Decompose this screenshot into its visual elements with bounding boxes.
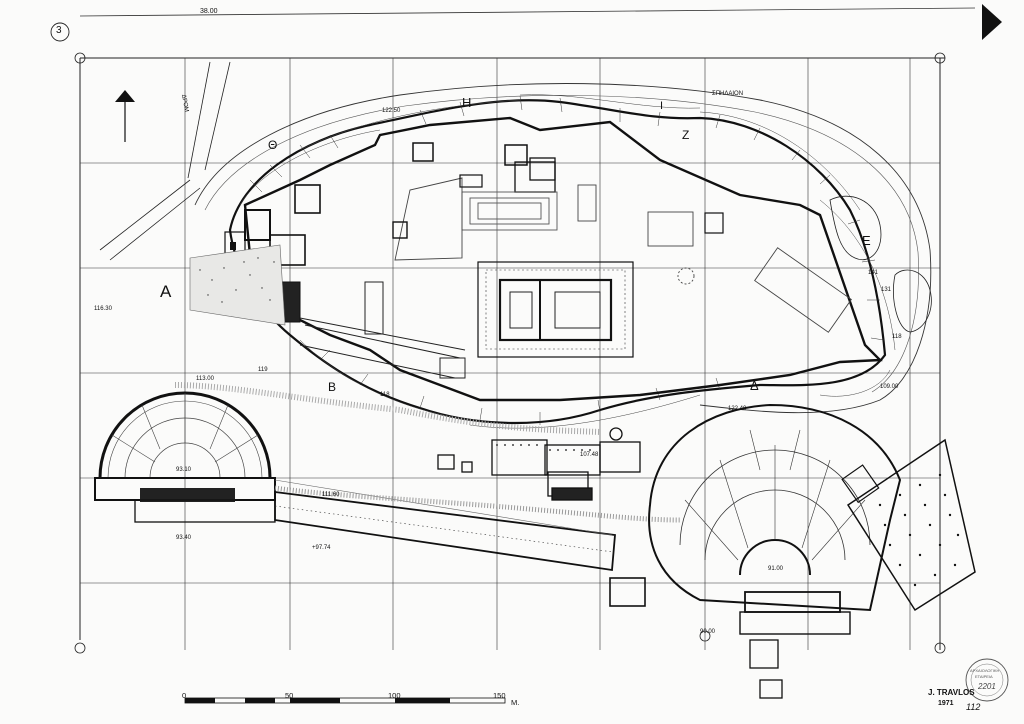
asklepieion-complex	[437, 427, 646, 607]
south-path	[174, 382, 601, 435]
summit-structures	[392, 142, 852, 333]
spot-height-south-c: 113.00	[196, 376, 214, 382]
peripatos-inner-line	[204, 95, 919, 393]
asklepieion-colonnade-dots	[496, 444, 591, 451]
rock-contours	[239, 94, 896, 429]
spot-height-stoa-top: 111.60	[322, 492, 340, 498]
spot-height-south-b: 119	[258, 367, 268, 373]
sanctuary-of-dionysos-enclosure	[846, 438, 976, 612]
erechtheion	[504, 144, 556, 193]
north-arrow-icon	[115, 90, 135, 142]
grid-markers	[74, 52, 946, 654]
west-road	[99, 61, 231, 261]
region-label-e: E	[862, 233, 871, 248]
peripatos-path	[194, 83, 932, 414]
region-label-theta: Θ	[268, 138, 278, 152]
corner-note: 112	[966, 702, 981, 712]
spot-height-east-b: 131	[881, 287, 892, 293]
scale-tick-50: 50	[285, 691, 294, 700]
north-cave-label: ΣΠΗΛΑΙΟΝ	[712, 91, 744, 97]
propylaia	[224, 184, 321, 323]
stamp-line-2: ΕΤΑΙΡΕΙΑ	[975, 674, 993, 679]
spot-height-north-b: 141	[868, 270, 879, 276]
spot-height-south-a: 118	[380, 392, 390, 398]
scale-tick-100: 100	[388, 691, 401, 700]
scale-tick-0: 0	[182, 691, 187, 700]
credit-year: 1971	[938, 700, 954, 707]
spot-height-west: 116.30	[94, 306, 112, 312]
sheet-number: 3	[56, 25, 62, 36]
sheet-number-circle	[50, 22, 70, 42]
cliff-hatching	[249, 95, 885, 425]
old-temple-foundation	[461, 191, 558, 231]
enclosure-dots	[878, 473, 960, 587]
region-label-h: H	[462, 95, 472, 110]
acropolis-wall	[243, 116, 883, 402]
coordinate-grid	[80, 58, 940, 650]
spot-height-odeion: 93.10	[176, 467, 192, 473]
region-label-z: Z	[682, 128, 690, 142]
approach-ramp	[189, 244, 286, 326]
region-label-a: A	[160, 282, 172, 301]
archive-stamp	[965, 658, 1009, 702]
spot-height-theatre-bottom: 90.00	[700, 629, 716, 635]
sheet-top-edge	[79, 7, 976, 17]
acropolis-cliff-edge	[228, 99, 887, 425]
east-rock-outcrops	[829, 195, 932, 333]
region-label-b: B	[328, 380, 337, 394]
parthenon	[477, 261, 634, 358]
stoa-of-eumenes	[274, 479, 616, 572]
sheet-corner-marker-icon	[982, 4, 1002, 40]
spot-height-north-a: 122.50	[382, 108, 401, 114]
region-label-delta: Δ	[750, 378, 759, 393]
theatre-of-dionysos	[648, 403, 902, 699]
stamp-number: 2201	[978, 682, 996, 691]
scale-tick-150: 150	[493, 691, 506, 700]
spot-height-theatre: 91.00	[768, 566, 784, 572]
stamp-line-1: ΑΡΧΑΙΟΛΟΓΙΚΗ	[970, 668, 1000, 673]
ramp-stippling	[199, 257, 275, 303]
spot-height-asklepieion: 122.40	[728, 406, 747, 412]
spot-height-east-c: 118	[892, 334, 902, 340]
spot-height-stoa-bottom: +97.74	[312, 545, 331, 551]
author-credit: J. TRAVLOS	[928, 688, 975, 697]
region-label-i: I	[660, 100, 664, 112]
spot-height-stair: 107.48	[580, 452, 599, 458]
temple-dionysos	[841, 464, 880, 504]
peripatos-stippled	[274, 485, 681, 523]
scale-bar	[184, 697, 506, 704]
top-elevation: 38.00	[200, 8, 218, 15]
spot-height-odeion-bottom: 93.40	[176, 535, 192, 541]
scale-unit: M.	[511, 698, 520, 707]
south-walls	[299, 281, 466, 379]
spot-height-east: 109.00	[880, 384, 899, 390]
archive-stamp-inner	[970, 663, 1004, 697]
